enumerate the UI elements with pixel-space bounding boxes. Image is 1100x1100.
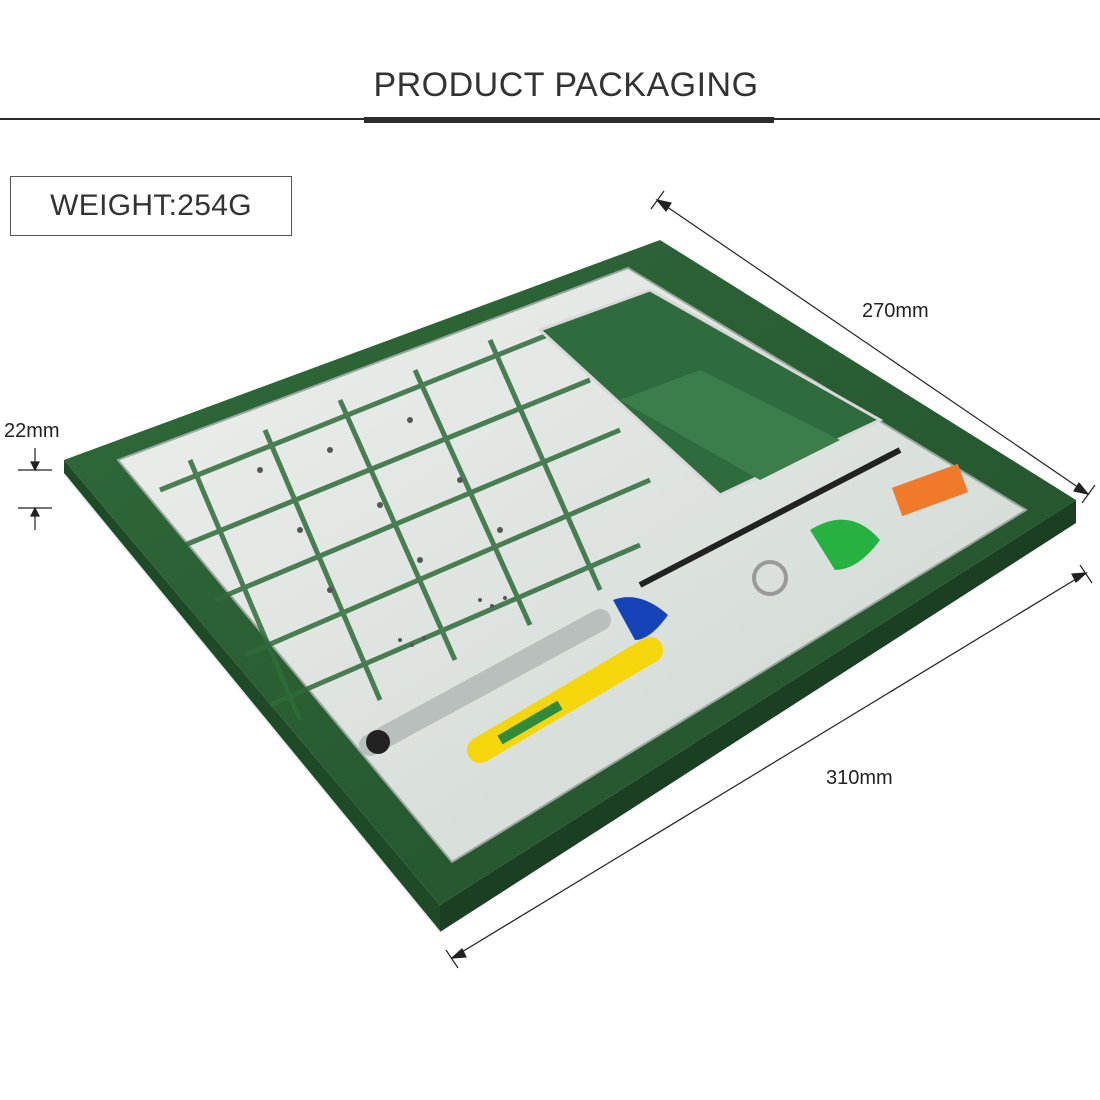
dimension-arrow-height xyxy=(18,448,52,530)
dimension-length-label: 310mm xyxy=(826,767,893,789)
repair-card-inner xyxy=(620,370,840,480)
screws xyxy=(257,417,507,647)
box-side-right xyxy=(440,500,1076,932)
box-side-front xyxy=(64,460,440,932)
dimension-arrow-length xyxy=(445,564,1093,969)
dimension-width-label: 270mm xyxy=(862,300,929,322)
dimension-arrow-width xyxy=(650,190,1096,504)
page-title: PRODUCT PACKAGING xyxy=(373,66,759,104)
header-accent-bar xyxy=(364,117,774,123)
dimension-height-label: 22mm xyxy=(4,420,60,442)
weight-badge: WEIGHT:254G xyxy=(10,176,292,236)
tools xyxy=(359,447,969,763)
compartment-grid xyxy=(159,327,651,721)
